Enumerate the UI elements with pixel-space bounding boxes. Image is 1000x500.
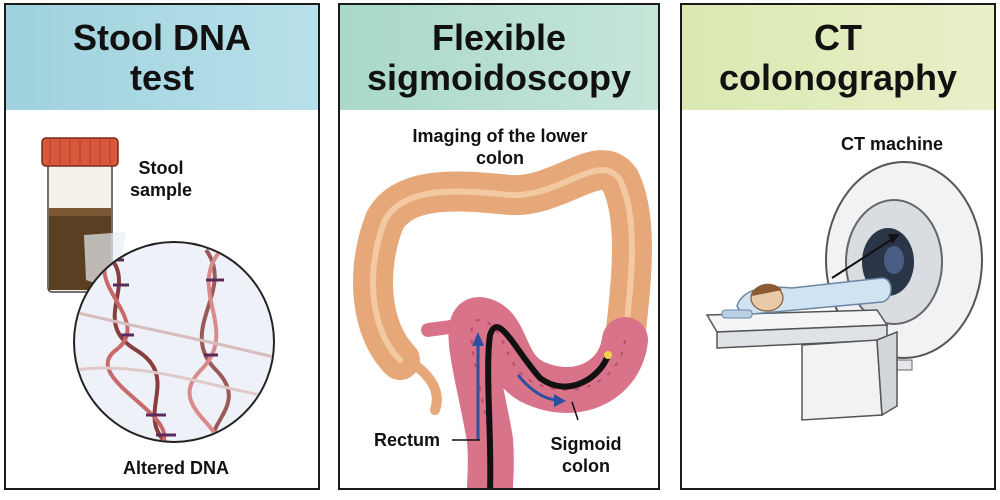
stool-dna-panel: Stool DNA test [4,3,320,490]
altered-dna-label: Altered DNA [122,458,229,478]
endoscope-icon [472,324,612,488]
stool-sample-label: Stool sample [129,158,193,200]
ct-machine-label: CT machine [840,134,944,154]
sigmoidoscopy-panel: Flexible sigmoidoscopy Imaging of the lo… [338,3,660,490]
colon-illustration [353,150,652,488]
dna-helix-icon [73,241,275,443]
ct-colonography-panel: CT colonography CT machine [680,3,996,490]
panel-title-ct: CT colonography [682,5,994,110]
sigmoid-colon-label: Sigmoid colon [550,434,622,476]
stool-dna-illustration [41,137,275,443]
caption-imaging: Imaging of the lower colon [412,126,588,168]
panel-title-sigmoidoscopy: Flexible sigmoidoscopy [340,5,658,110]
patient-icon [721,277,892,319]
panel-title-stool-dna: Stool DNA test [6,5,318,110]
ct-illustration [705,161,983,421]
rectum-label: Rectum [373,430,440,450]
